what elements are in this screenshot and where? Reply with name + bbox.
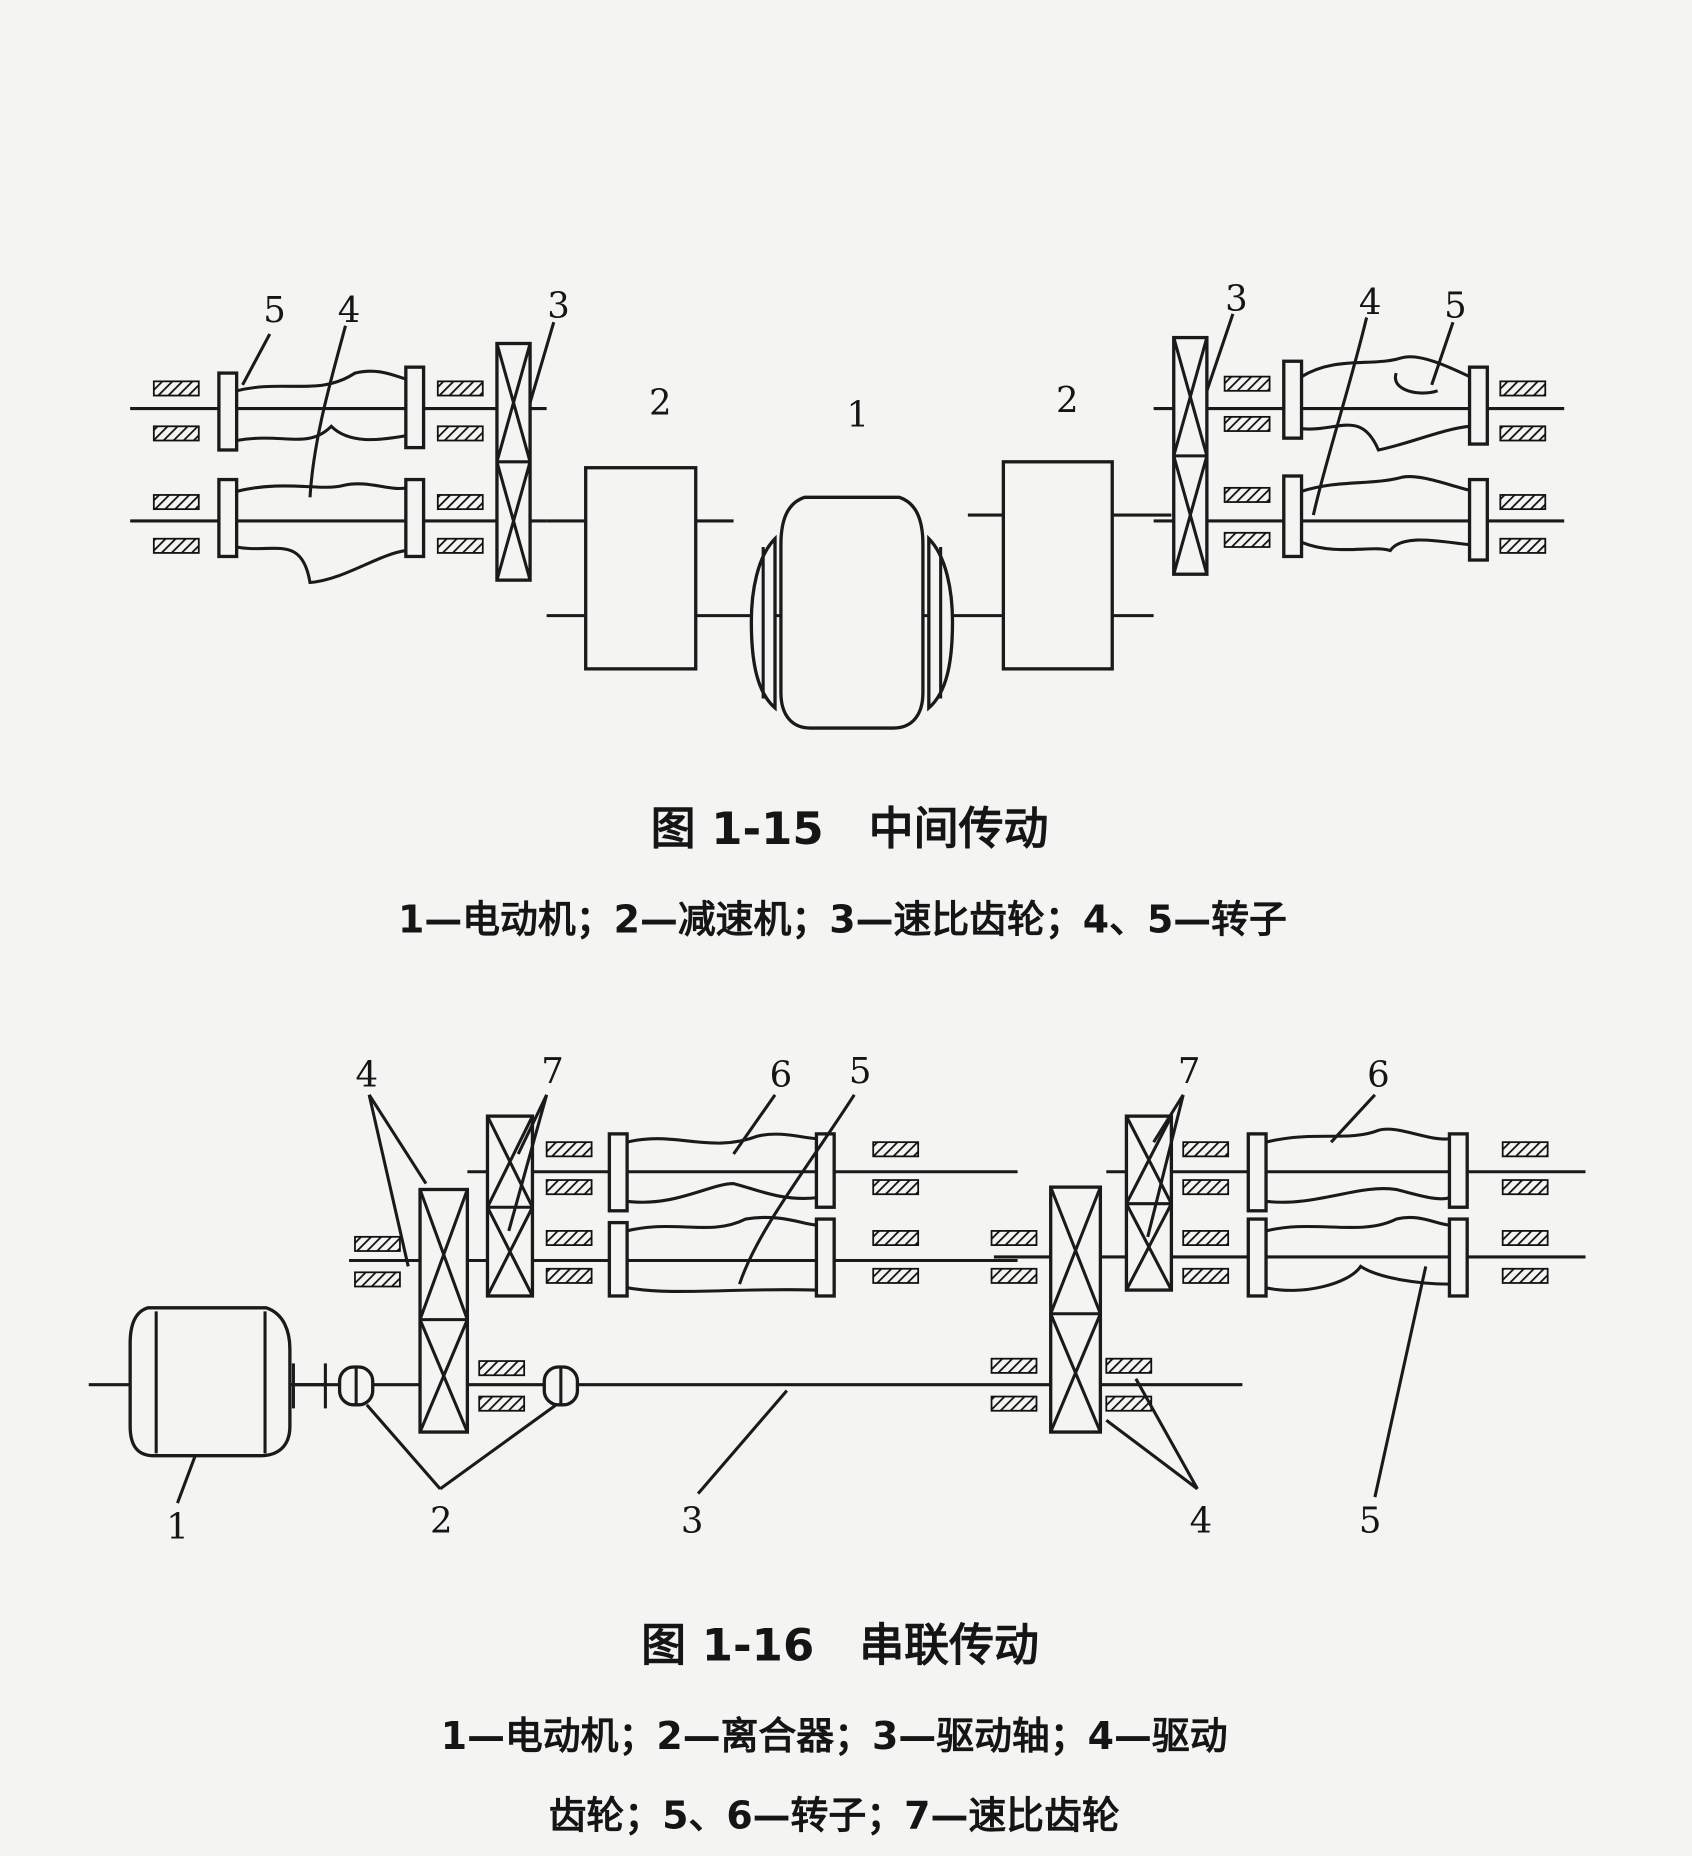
bearing-icon [872,1179,920,1196]
rotor-upper-right [1282,355,1489,452]
bearing-icon [872,1267,920,1284]
bearing-icon [1182,1141,1230,1158]
bearing-icon [436,425,484,442]
shaft-lines [88,1170,1586,1387]
leader-lines [176,1093,1428,1504]
bearing-icon [990,1230,1038,1246]
part-labels: 5 4 3 2 1 2 3 4 5 [263,278,1466,435]
rotors-right [1246,1127,1469,1298]
reducer-left [584,466,698,671]
rotor-lower-left [217,477,426,585]
label-rotor-5: 5 [1359,1501,1382,1542]
speed-ratio-gear-left [495,341,532,582]
bearing-icon [990,1267,1038,1284]
bearing-icon [152,425,200,442]
bearing-icon [478,1360,526,1377]
bearing-icon [1501,1267,1549,1284]
part-labels: 4 7 6 5 7 6 1 2 3 4 5 [166,1051,1390,1548]
figure-1-16: 4 7 6 5 7 6 1 2 3 4 5 图 1-16 串联传动 1—电动机；… [88,1051,1586,1837]
bearing-icon [354,1271,401,1288]
bearing-icon [1499,380,1547,397]
figure-1-15: 5 4 3 2 1 2 3 4 5 图 1-15 中间传动 1—电动机；2—减速… [130,278,1565,942]
bearing-icon [545,1230,593,1246]
bearing-icon [1501,1230,1549,1246]
rotor-upper-left [217,365,426,452]
label-rotor-5: 5 [849,1051,872,1092]
label-drive-shaft-3: 3 [681,1501,704,1542]
figure-1-16-legend-line-2: 齿轮；5、6—转子；7—速比齿轮 [549,1793,1120,1837]
bearing-icon [1499,494,1547,511]
bearing-icon [872,1141,920,1158]
label-motor-1: 1 [847,394,870,435]
figure-1-15-title: 图 1-15 中间传动 [651,802,1049,855]
bearing-icon [1182,1267,1230,1284]
label-ratio-gear-7: 7 [1178,1051,1201,1092]
label-rotor-5: 5 [1444,285,1467,326]
label-rotor-6: 6 [1367,1055,1390,1096]
bearing-icon [152,494,200,511]
bearing-icon [436,537,484,554]
bearing-icon [545,1141,593,1158]
bearing-icon [436,494,484,511]
bearing-icon [872,1230,920,1246]
label-gear-3: 3 [1225,278,1248,319]
reducer-right [1001,460,1114,671]
bearing-icon [545,1179,593,1196]
label-reducer-2: 2 [1056,380,1079,421]
bearing-icon [1182,1230,1230,1246]
label-drive-gear-4: 4 [356,1055,379,1096]
speed-ratio-gear-right [1172,335,1209,576]
label-rotor-4: 4 [338,290,361,331]
bearing-icon [354,1235,401,1252]
label-rotor-5: 5 [263,290,286,331]
label-drive-gear-4: 4 [1190,1501,1213,1542]
bearing-icon [1223,486,1271,503]
rotor-lower-right [1282,474,1489,562]
label-rotor-6: 6 [770,1055,793,1096]
bearing-icon [1223,531,1271,548]
bearing-icon [1499,425,1547,442]
bearing-icon [1501,1179,1549,1196]
bearing-icon [1223,375,1271,392]
rotors-left [607,1132,836,1298]
label-clutch-2: 2 [430,1501,453,1542]
label-ratio-gear-7: 7 [541,1051,564,1092]
figure-1-15-legend: 1—电动机；2—减速机；3—速比齿轮；4、5—转子 [398,898,1287,942]
clutches [337,1365,580,1407]
bearing-icon [990,1395,1038,1412]
speed-ratio-gear-right [1124,1114,1174,1292]
label-rotor-4: 4 [1359,282,1382,323]
motor [128,1306,327,1458]
label-motor-1: 1 [166,1507,189,1548]
figure-1-16-legend-line-1: 1—电动机；2—离合器；3—驱动轴；4—驱动 [441,1714,1228,1758]
bearing-icon [545,1267,593,1284]
bearing-icon [478,1395,526,1412]
speed-ratio-gear-left [485,1114,535,1298]
bearings [354,1141,1549,1412]
drive-gear-left [418,1187,470,1434]
bearing-icon [1105,1395,1153,1412]
figure-1-16-title: 图 1-16 串联传动 [641,1618,1039,1671]
drive-gear-right [1049,1185,1103,1434]
bearing-icon [152,380,200,397]
bearing-icon [1501,1141,1549,1158]
label-reducer-2: 2 [649,382,672,423]
bearing-icon [1499,537,1547,554]
bearing-icon [990,1357,1038,1374]
bearing-icon [152,537,200,554]
motor-center [749,495,955,730]
bearing-icon [1223,415,1271,432]
bearing-icon [436,380,484,397]
bearings [152,375,1547,554]
bearing-icon [1182,1179,1230,1196]
leader-lines [241,313,1455,516]
bearing-icon [1105,1357,1153,1374]
label-gear-3: 3 [547,285,570,326]
